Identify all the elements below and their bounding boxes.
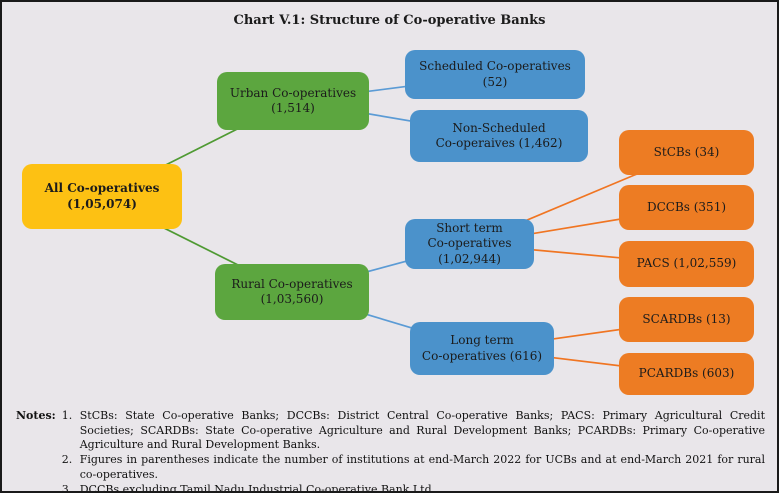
- node-pcardbs: PCARDBs (603): [619, 353, 754, 395]
- node-label: SCARDBs (13): [642, 311, 731, 326]
- node-urban-co-operatives: Urban Co-operatives (1,514): [217, 72, 369, 130]
- note-item: 3. DCCBs excluding Tamil Nadu Industrial…: [61, 482, 765, 493]
- node-label: Rural Co-operatives: [231, 276, 353, 291]
- node-scardbs: SCARDBs (13): [619, 297, 754, 342]
- node-label: Co-operatives: [427, 236, 512, 251]
- node-stcbs: StCBs (34): [619, 130, 754, 175]
- node-pacs: PACS (1,02,559): [619, 241, 754, 287]
- node-dccbs: DCCBs (351): [619, 185, 754, 230]
- node-all-co-operatives: All Co-operatives (1,05,074): [22, 164, 182, 229]
- node-scheduled-co-operatives: Scheduled Co-operatives (52): [405, 50, 585, 99]
- note-number: 3.: [61, 482, 73, 493]
- chart-title: Chart V.1: Structure of Co-operative Ban…: [233, 13, 546, 28]
- node-label: StCBs (34): [653, 144, 720, 159]
- node-label: Scheduled Co-operatives: [419, 59, 571, 74]
- note-item: 2. Figures in parentheses indicate the n…: [62, 453, 765, 482]
- note-item: 1. StCBs: State Co-operative Banks; DCCB…: [62, 409, 765, 453]
- node-value: (1,514): [271, 101, 315, 115]
- node-non-scheduled-co-operatives: Non-Scheduled Co-operaives (1,462): [410, 110, 588, 162]
- node-label: Long term: [450, 333, 514, 348]
- note-number: 2.: [61, 453, 73, 467]
- note-number: 1.: [61, 409, 73, 422]
- node-value: (1,02,944): [438, 251, 501, 266]
- notes-label: Notes:: [16, 409, 56, 422]
- node-label: Short term: [436, 220, 503, 235]
- node-long-term-co-operatives: Long term Co-operatives (616): [410, 322, 554, 375]
- node-value: Co-operatives (616): [421, 348, 543, 363]
- notes-items: 1. StCBs: State Co-operative Banks; DCCB…: [61, 409, 765, 493]
- node-value: (52): [482, 74, 508, 89]
- node-label: DCCBs (351): [646, 199, 727, 214]
- note-text: DCCBs excluding Tamil Nadu Industrial Co…: [79, 482, 436, 493]
- node-value: Co-operaives (1,462): [435, 136, 563, 150]
- node-rural-co-operatives: Rural Co-operatives (1,03,560): [215, 264, 369, 320]
- node-label: PCARDBs (603): [638, 366, 735, 381]
- node-value: (1,05,074): [67, 196, 137, 211]
- node-label: Non-Scheduled: [452, 120, 546, 135]
- node-value: (1,03,560): [260, 292, 324, 306]
- note-text: StCBs: State Co-operative Banks; DCCBs: …: [79, 409, 765, 452]
- node-label: PACS (1,02,559): [636, 256, 737, 271]
- note-text: Figures in parentheses indicate the numb…: [79, 453, 765, 481]
- node-label: Urban Co-operatives: [229, 85, 357, 100]
- node-label: All Co-operatives: [44, 181, 160, 196]
- notes-section: Notes: 1. StCBs: State Co-operative Bank…: [16, 409, 765, 493]
- node-short-term-co-operatives: Short term Co-operatives (1,02,944): [405, 219, 534, 269]
